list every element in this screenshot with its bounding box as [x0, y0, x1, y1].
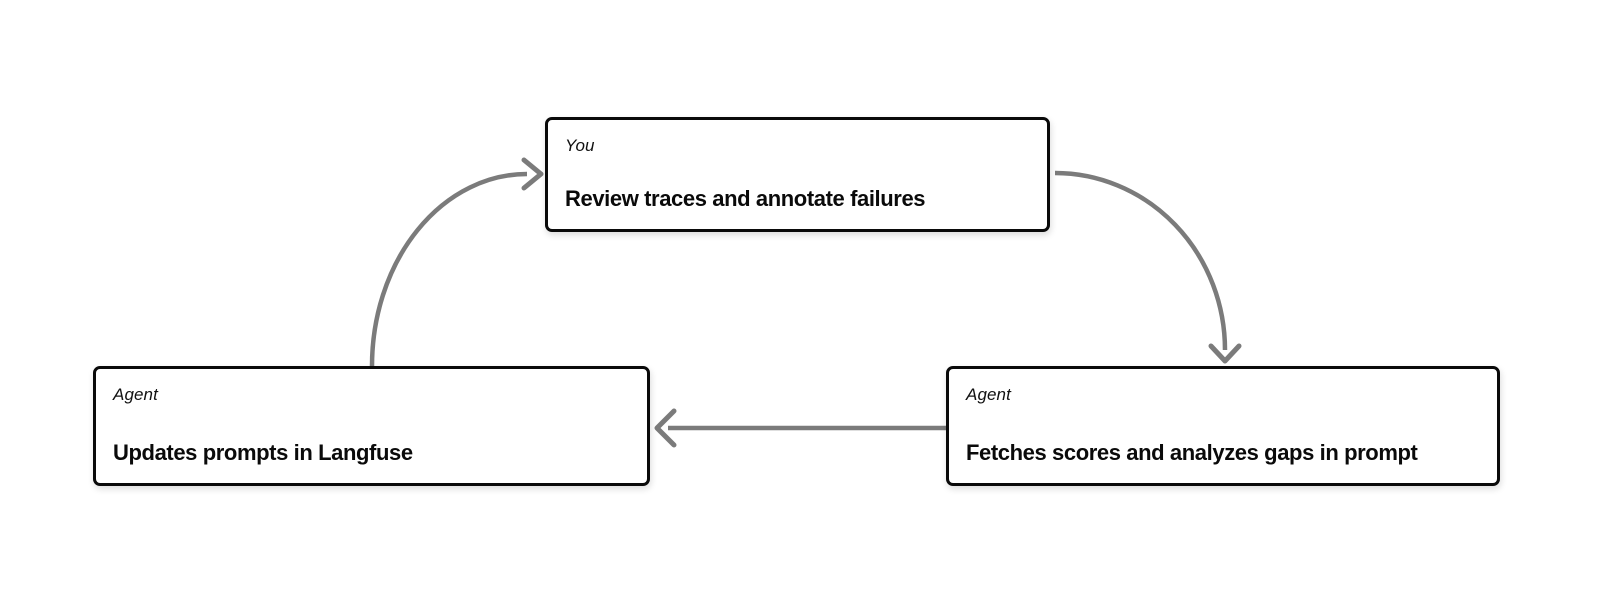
- arrowhead-left-icon: [654, 408, 677, 448]
- node-fetches-scores: Agent Fetches scores and analyzes gaps i…: [946, 366, 1500, 486]
- node-role-label: Agent: [113, 385, 158, 404]
- arrowhead-down-icon: [1208, 343, 1242, 364]
- node-title: Updates prompts in Langfuse: [113, 440, 413, 465]
- arrow-updates-to-review: [369, 157, 544, 367]
- arrow-review-to-fetches: [1054, 170, 1242, 364]
- arrowhead-right-icon: [521, 157, 544, 191]
- arrow-fetches-to-updates: [654, 408, 946, 448]
- node-review-traces: You Review traces and annotate failures: [545, 117, 1050, 232]
- node-title: Review traces and annotate failures: [565, 186, 926, 211]
- node-updates-prompts: Agent Updates prompts in Langfuse: [93, 366, 650, 486]
- node-role-label: You: [565, 136, 595, 155]
- node-title: Fetches scores and analyzes gaps in prom…: [966, 440, 1418, 465]
- node-role-label: Agent: [966, 385, 1011, 404]
